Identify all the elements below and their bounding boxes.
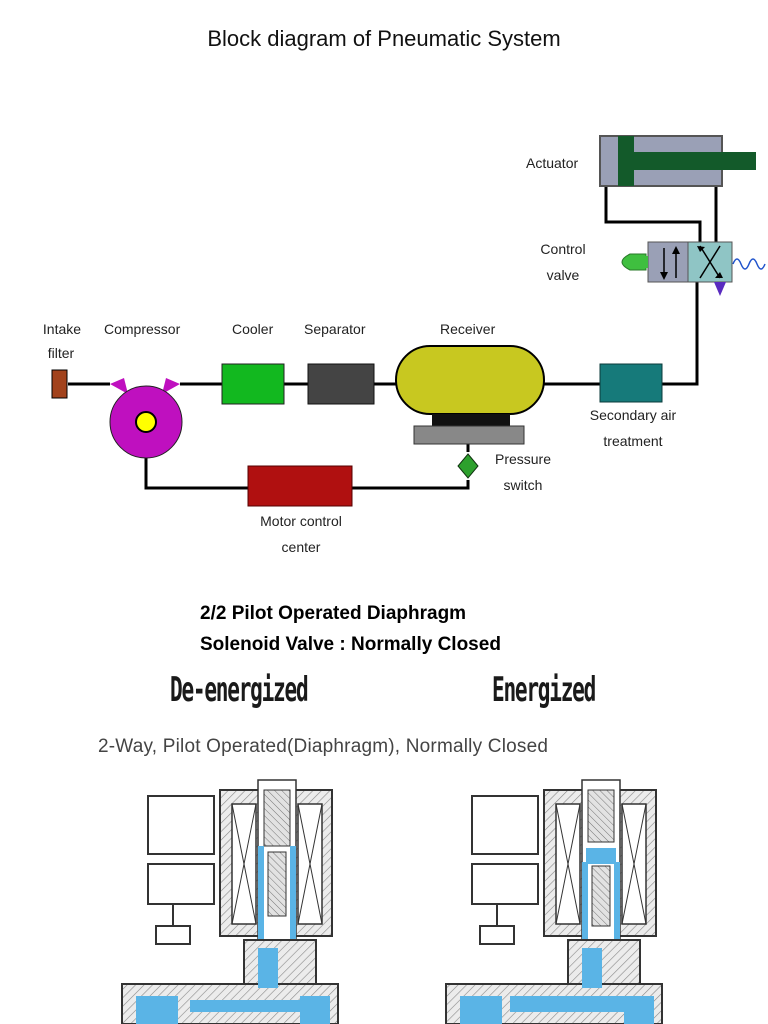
- secondary-air-block: [599, 363, 663, 403]
- control-valve: [621, 241, 766, 296]
- intake-filter-label-1: Intake: [42, 321, 82, 337]
- energized-valve: [445, 779, 663, 1024]
- control-valve-label-1: Control: [540, 241, 586, 257]
- energized-label: Energized: [492, 670, 596, 710]
- separator-block: [307, 363, 375, 405]
- motor-control-block: [247, 465, 353, 507]
- de-energized-valve: [121, 779, 339, 1024]
- compressor-label: Compressor: [104, 321, 181, 337]
- de-energized-label: De-energized: [170, 670, 309, 710]
- actuator: [599, 135, 756, 187]
- secondary-air-label-2: treatment: [603, 433, 663, 449]
- pressure-switch-label-2: switch: [503, 477, 543, 493]
- control-valve-label-2: valve: [546, 267, 580, 283]
- motor-control-label-2: center: [281, 539, 321, 555]
- actuator-label: Actuator: [526, 155, 579, 171]
- pneumatic-diagram: [51, 135, 766, 507]
- receiver: [395, 345, 545, 445]
- secondary-air-label-1: Secondary air: [589, 407, 677, 423]
- pressure-switch-label-1: Pressure: [494, 451, 552, 467]
- intake-filter: [51, 369, 68, 399]
- valve-heading-line-2: Solenoid Valve : Normally Closed: [200, 634, 501, 655]
- compressor: [109, 378, 183, 459]
- motor-control-label-1: Motor control: [260, 513, 342, 529]
- cooler-block: [221, 363, 285, 405]
- valve-heading-line-1: 2/2 Pilot Operated Diaphragm: [200, 603, 467, 624]
- page-title: Block diagram of Pneumatic System: [207, 26, 561, 51]
- receiver-label: Receiver: [440, 321, 496, 337]
- cooler-label: Cooler: [232, 321, 274, 337]
- valve-subtitle: 2-Way, Pilot Operated(Diaphragm), Normal…: [98, 736, 549, 757]
- pressure-switch: [457, 453, 479, 479]
- valve-heading: 2/2 Pilot Operated Diaphragm Solenoid Va…: [200, 598, 501, 660]
- intake-filter-label-2: filter: [47, 345, 75, 361]
- separator-label: Separator: [304, 321, 366, 337]
